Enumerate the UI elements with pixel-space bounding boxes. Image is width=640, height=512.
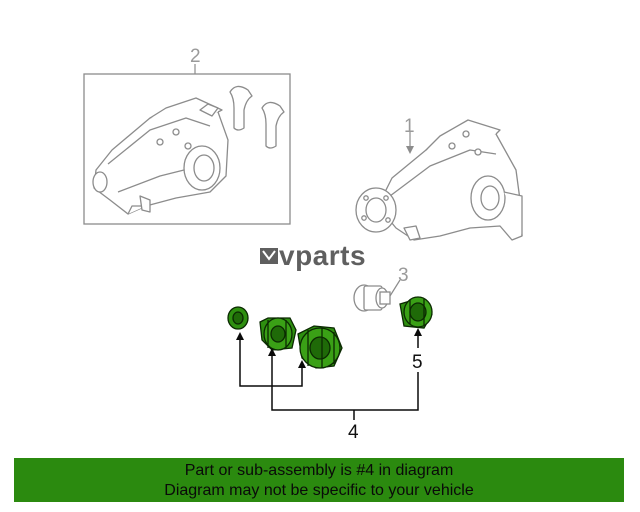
- callout-5-label: 5: [412, 352, 423, 373]
- pinion-seal[interactable]: [353, 279, 401, 312]
- callout-4-arrowheads: [236, 332, 306, 368]
- bearing-right[interactable]: [399, 296, 433, 348]
- banner-line-2: Diagram may not be specific to your vehi…: [164, 482, 474, 499]
- bearing-set[interactable]: [227, 306, 343, 369]
- callout-2-label: 2: [190, 46, 201, 67]
- callout-3-label: 3: [398, 265, 409, 286]
- differential-housing[interactable]: [355, 119, 523, 241]
- callout-4-label: 4: [348, 422, 359, 443]
- banner-line-1: Part or sub-assembly is #4 in diagram: [184, 462, 454, 479]
- differential-assembly-box[interactable]: [83, 64, 291, 225]
- callout-4-leaders: [239, 336, 419, 420]
- vparts-logo: vparts: [260, 240, 366, 271]
- logo-text: vparts: [279, 240, 366, 271]
- info-banner: Part or sub-assembly is #4 in diagram Di…: [14, 458, 624, 502]
- callout-1-label: 1: [404, 116, 415, 137]
